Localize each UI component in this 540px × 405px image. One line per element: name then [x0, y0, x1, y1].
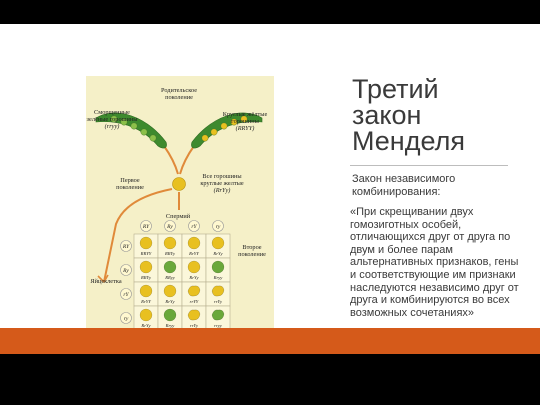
egg-gamete-label: rY — [123, 292, 129, 298]
egg-gamete — [120, 240, 132, 252]
genotype-label: RrYY — [140, 299, 151, 304]
sperm-gamete-label: rY — [191, 224, 197, 230]
footer-bar — [0, 328, 540, 354]
genotype-label: RRyy — [164, 275, 176, 280]
title-divider — [350, 165, 508, 166]
egg-gamete — [120, 288, 132, 300]
egg-gamete — [120, 312, 132, 324]
offspring-pea — [211, 260, 225, 274]
sperm-gamete — [188, 220, 200, 232]
offspring-pea — [139, 308, 153, 322]
right-pod-pea — [230, 118, 238, 126]
offspring-pea-wrinkled — [211, 285, 225, 297]
f1-pea — [172, 177, 186, 191]
genotype-label: RRYY — [140, 251, 152, 256]
right-pod-pea — [220, 122, 228, 130]
genotype-label: rrYY — [190, 299, 199, 304]
right-pod-pea — [210, 128, 218, 136]
genotype-label: rryy — [214, 323, 223, 328]
arrow-left-parent — [163, 145, 179, 175]
genotype-label: Rryy — [165, 323, 176, 328]
arrow-egg-head — [97, 274, 109, 283]
offspring-pea — [187, 260, 201, 274]
offspring-pea — [139, 284, 153, 298]
sperm-label: Спермий — [165, 213, 191, 220]
sperm-gamete-label: ry — [216, 224, 221, 230]
genotype-label: RrYy — [140, 323, 151, 328]
right-pod — [191, 112, 263, 149]
left-pod — [95, 112, 167, 149]
left-pod-pea — [110, 115, 118, 123]
genotype-label: RrYy — [164, 299, 175, 304]
genotype-label: RrYY — [188, 251, 199, 256]
left-pod-pea — [149, 134, 157, 142]
arrow-to-egg — [103, 188, 173, 283]
slide-title: Третий закон Менделя — [352, 74, 465, 156]
sperm-gamete — [212, 220, 224, 232]
pea-pods — [95, 112, 263, 191]
egg-gamete-label: ry — [124, 316, 129, 322]
egg-gamete-label: RY — [122, 244, 130, 250]
genotype-label: RRYy — [164, 251, 176, 256]
offspring-pea-wrinkled — [187, 309, 201, 321]
offspring-pea-wrinkled — [211, 309, 225, 321]
offspring-pea — [163, 236, 177, 250]
offspring-pea — [163, 308, 177, 322]
egg-gamete — [120, 264, 132, 276]
left-pod-pea — [130, 122, 138, 130]
genotype-label: RRYy — [140, 275, 152, 280]
genotype-label: rrYy — [214, 299, 223, 304]
offspring-pea — [163, 260, 177, 274]
sperm-gamete-label: RY — [142, 224, 150, 230]
offspring-pea — [139, 236, 153, 250]
offspring-pea — [187, 236, 201, 250]
offspring-pea — [139, 260, 153, 274]
egg-gamete-label: Ry — [122, 268, 129, 274]
genotype-label: Rryy — [213, 275, 224, 280]
left-pod-pea — [120, 118, 128, 126]
sperm-gamete — [164, 220, 176, 232]
sperm-gamete-label: Ry — [166, 224, 173, 230]
sperm-gamete — [140, 220, 152, 232]
right-pod-pea — [201, 134, 209, 142]
arrow-right-parent — [179, 145, 195, 175]
offspring-pea — [163, 284, 177, 298]
egg-label: Яйцеклетка — [90, 278, 122, 285]
offspring-pea-wrinkled — [187, 285, 201, 297]
slide-subtitle: Закон независимого комбинирования: — [352, 173, 456, 198]
genotype-label: RrYy — [188, 275, 199, 280]
genotype-label: rrYy — [190, 323, 199, 328]
genotype-label: RrYy — [212, 251, 223, 256]
offspring-pea — [211, 236, 225, 250]
slide-body-text: «При скрещивании двух гомозиготных особе… — [350, 206, 519, 319]
left-pod-pea — [140, 128, 148, 136]
arrows — [97, 145, 195, 283]
right-pod-pea — [240, 115, 248, 123]
